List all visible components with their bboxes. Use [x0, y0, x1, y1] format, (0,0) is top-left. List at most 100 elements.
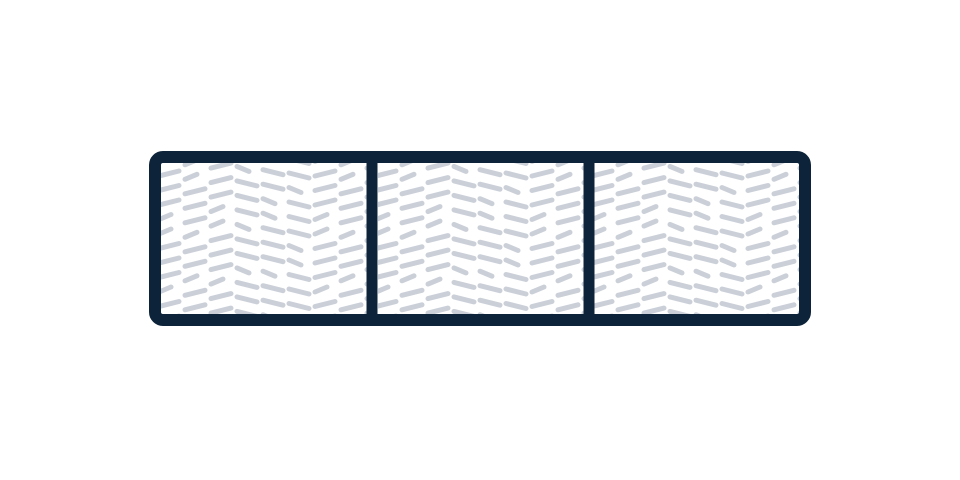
- pattern-dash: [667, 207, 693, 218]
- pattern-dash: [161, 241, 182, 251]
- pattern-dash: [451, 163, 469, 174]
- pattern-dash: [641, 175, 667, 186]
- pattern-dash: [615, 186, 641, 197]
- pattern-dash: [555, 273, 573, 284]
- pattern-dash: [719, 243, 737, 253]
- pattern-dash: [208, 291, 234, 302]
- pattern-dash: [641, 189, 667, 200]
- pattern-dash: [425, 247, 451, 258]
- pattern-dash: [376, 331, 388, 336]
- pattern-dash: [208, 204, 226, 215]
- pattern-dash: [555, 186, 581, 197]
- pattern-dash: [719, 257, 737, 268]
- panel-1-pattern: [161, 142, 367, 314]
- pattern-dash: [615, 258, 641, 269]
- pattern-dash: [529, 241, 555, 251]
- pattern-dash: [402, 334, 414, 339]
- pattern-dash: [161, 299, 182, 309]
- pattern-dash: [338, 200, 364, 211]
- pattern-dash: [378, 270, 399, 280]
- pattern-dash: [826, 239, 846, 244]
- pattern-dash: [378, 212, 391, 222]
- pattern-dash: [745, 168, 771, 179]
- pattern-dash: [425, 175, 451, 186]
- pattern-dash: [719, 214, 745, 224]
- pattern-dash: [182, 258, 208, 269]
- pattern-dash: [399, 200, 425, 211]
- pattern-dash: [615, 287, 641, 298]
- pattern-dash: [315, 142, 335, 147]
- pattern-dash: [667, 265, 685, 276]
- pattern-dash: [529, 197, 555, 208]
- pattern-dash: [745, 270, 771, 280]
- pattern-dash: [425, 233, 451, 244]
- pattern-dash: [667, 250, 693, 261]
- pattern-dash: [745, 241, 771, 251]
- pattern-dash: [312, 183, 338, 193]
- pattern-dash: [503, 185, 521, 195]
- pattern-dash: [286, 199, 312, 210]
- pattern-dash: [260, 254, 286, 265]
- pattern-dash: [234, 178, 260, 189]
- pattern-dash: [748, 331, 760, 336]
- pattern-dash: [618, 145, 638, 150]
- pattern-dash: [719, 286, 745, 297]
- pattern-dash: [610, 326, 622, 331]
- pattern-dash: [260, 297, 286, 308]
- pattern-dash: [312, 168, 338, 179]
- pattern-dash: [555, 171, 573, 182]
- pattern-dash: [641, 305, 667, 314]
- pattern-dash: [425, 291, 451, 302]
- pattern-dash: [208, 218, 226, 229]
- pattern-dash: [667, 279, 693, 290]
- pattern-dash: [425, 276, 443, 287]
- pattern-dash: [338, 273, 356, 284]
- pattern-dash: [477, 225, 503, 236]
- pattern-dash: [745, 226, 763, 237]
- pattern-dash: [615, 302, 641, 313]
- pattern-dash: [260, 268, 278, 279]
- pattern-dash: [477, 283, 503, 294]
- pattern-dash: [399, 302, 425, 313]
- pattern-dash: [161, 270, 182, 280]
- pattern-dash: [341, 145, 361, 150]
- pattern-dash: [260, 167, 286, 178]
- pattern-dash: [826, 282, 846, 287]
- pattern-dash: [641, 162, 667, 171]
- pattern-dash: [667, 178, 693, 189]
- pattern-dash: [425, 262, 451, 273]
- pattern-dash: [506, 333, 526, 338]
- pattern-dash: [826, 166, 838, 171]
- pattern-dash: [161, 197, 182, 208]
- pattern-dash: [503, 170, 529, 181]
- pattern-dash: [615, 200, 641, 211]
- pattern-dash: [378, 226, 391, 236]
- pattern-dash: [399, 273, 417, 284]
- pattern-dash: [555, 302, 581, 313]
- pattern-dash: [477, 297, 503, 308]
- pattern-dash: [594, 197, 615, 208]
- pattern-dash: [286, 286, 312, 297]
- pattern-dash: [451, 207, 477, 218]
- pattern-dash: [425, 162, 451, 171]
- pattern-dash: [555, 258, 581, 269]
- pattern-dash: [338, 244, 364, 255]
- pattern-dash: [503, 257, 521, 268]
- pattern-dash: [771, 273, 789, 284]
- pattern-dash: [234, 236, 260, 247]
- pattern-dash: [615, 229, 633, 240]
- pattern-dash: [182, 229, 200, 240]
- pattern-dash: [378, 299, 399, 309]
- pattern-dash: [594, 255, 615, 266]
- pattern-dash: [185, 145, 205, 150]
- pattern-dash: [771, 302, 797, 313]
- pattern-dash: [425, 204, 443, 215]
- pattern-dash: [503, 301, 529, 311]
- pattern-dash: [529, 284, 547, 295]
- pattern-dash: [161, 183, 182, 193]
- pattern-dash: [532, 331, 544, 336]
- pattern-dash: [399, 215, 425, 226]
- pattern-dash: [592, 142, 612, 147]
- pattern-dash: [503, 214, 529, 224]
